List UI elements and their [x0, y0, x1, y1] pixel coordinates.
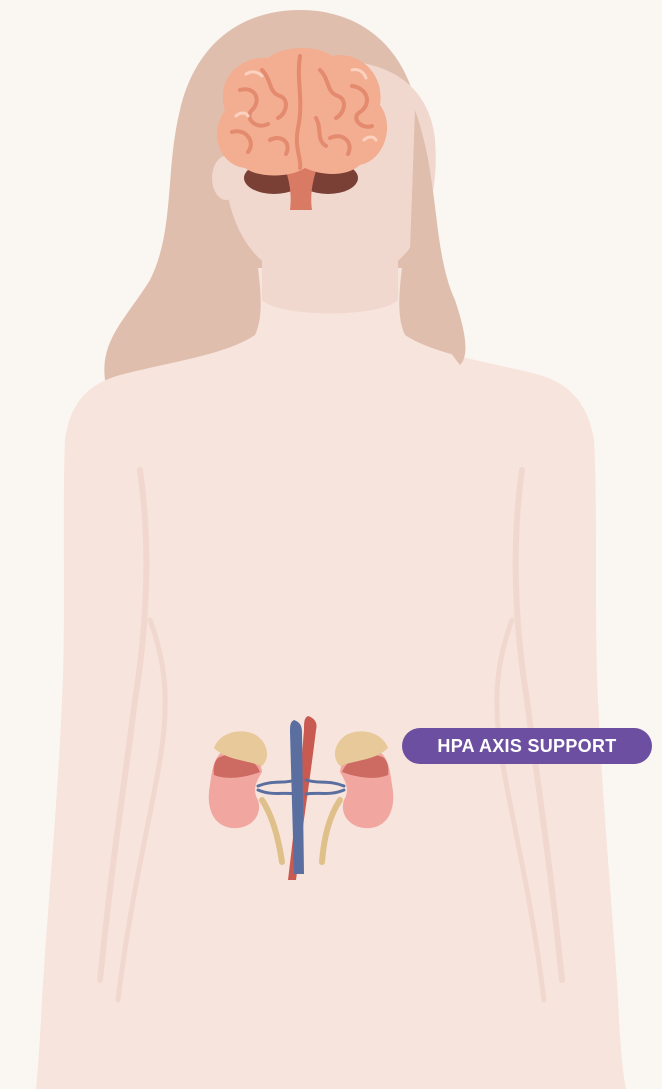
badge-label: HPA AXIS SUPPORT: [437, 736, 616, 757]
hpa-axis-support-badge[interactable]: HPA AXIS SUPPORT: [402, 728, 652, 764]
